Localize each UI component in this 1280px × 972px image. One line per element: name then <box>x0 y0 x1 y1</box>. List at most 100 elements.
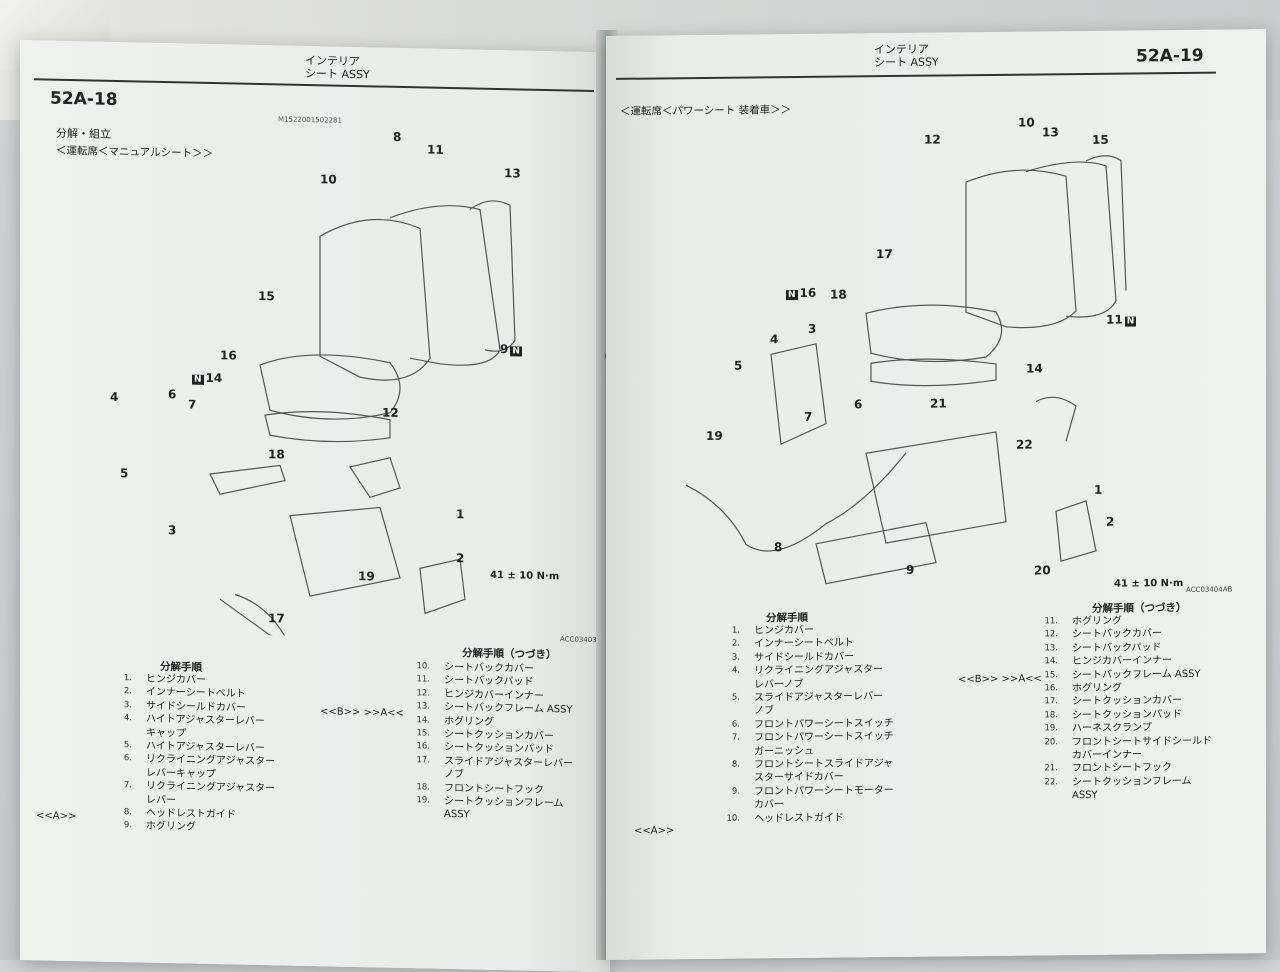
callout-14: 14 <box>1026 361 1043 376</box>
step-text: ホグリング <box>1072 682 1122 695</box>
header-title: インテリア <box>874 42 929 57</box>
step-text: シートバックフレーム ASSY <box>1072 668 1201 681</box>
callout-12: 12 <box>382 405 399 420</box>
callout-13: 13 <box>504 166 521 181</box>
step-text: フロントシートフック <box>1072 762 1172 775</box>
header-subtitle: シート ASSY <box>305 66 370 82</box>
step-text: ヒンジカバー <box>146 673 206 686</box>
step-item: 20. フロントシートサイドシールド <box>1038 734 1212 749</box>
step-number: 17. <box>1044 696 1058 707</box>
step-text: インナーシートベルト <box>754 637 854 650</box>
step-text: ヒンジカバー <box>754 624 814 637</box>
step-number: 5. <box>123 740 132 751</box>
step-text: ノブ <box>444 769 464 781</box>
callout-16: 16 <box>220 348 237 363</box>
callout-12: 12 <box>924 132 941 147</box>
callout-18: 18 <box>830 287 847 302</box>
torque-spec: 41 ± 10 N·m <box>1114 577 1184 590</box>
callout-15: 15 <box>1092 132 1109 147</box>
callout-1: 1 <box>1094 482 1103 497</box>
callout-17: 17 <box>268 611 285 626</box>
callout-7: 7 <box>188 397 197 412</box>
step-text: ホグリング <box>146 821 196 834</box>
step-number <box>720 799 740 813</box>
step-text: フロントシートサイドシールド <box>1072 735 1212 748</box>
page-number: 52A-18 <box>50 88 118 111</box>
callout-6: 6 <box>854 397 863 412</box>
step-number: 2. <box>123 686 132 697</box>
step-number: 6. <box>123 753 132 764</box>
step-text: ノブ <box>754 705 774 717</box>
tag-a: <<A>> <box>634 825 675 837</box>
step-number: 14. <box>416 714 430 726</box>
callout-10: 10 <box>320 172 337 187</box>
callout-20: 20 <box>1034 563 1051 578</box>
step-text: リクライニングアジャスター <box>754 664 884 677</box>
step-number: 22. <box>1044 777 1058 788</box>
step-number: 18. <box>1044 710 1058 721</box>
step-number: 11. <box>416 674 430 685</box>
step-text: キャップ <box>146 727 186 740</box>
step-text: フロントパワーシートスイッチ <box>754 731 894 744</box>
step-number: 20. <box>1044 736 1058 748</box>
step-number: 14. <box>1044 656 1058 667</box>
step-text: ヘッドレストガイド <box>754 812 844 825</box>
step-number: 1. <box>123 673 132 684</box>
step-number: 11. <box>1044 616 1058 627</box>
callout-2: 2 <box>1106 514 1115 529</box>
step-number: 9. <box>123 820 132 831</box>
callout-17: 17 <box>876 246 893 262</box>
step-text: スライドアジャスターレバー <box>754 691 884 704</box>
step-text: レバー <box>146 794 176 806</box>
step-text: ハーネスクランプ <box>1072 722 1152 735</box>
step-number: 7. <box>731 732 740 743</box>
callout-1: 1 <box>456 507 465 522</box>
step-text: シートクッションカバー <box>1072 695 1182 708</box>
callout-3: 3 <box>808 321 817 336</box>
step-text: フロントシートスライドアジャ <box>754 758 894 771</box>
step-number <box>1038 790 1058 804</box>
step-text: ガーニッシュ <box>754 745 814 758</box>
step-number: 13. <box>1044 643 1058 654</box>
step-text: スターサイドカバー <box>754 771 844 784</box>
step-number: 21. <box>1044 763 1058 774</box>
callout-9: 9 <box>906 562 915 577</box>
left-page: 52A-18 インテリア シート ASSY M1522001502281 分解・… <box>20 40 610 972</box>
step-number: 12. <box>1044 629 1058 640</box>
callout-22: 22 <box>1016 437 1033 452</box>
callout-6: 6 <box>168 387 177 402</box>
callout-11: 11 <box>427 142 444 157</box>
step-number: 19. <box>1044 723 1058 734</box>
step-number: 3. <box>731 652 740 663</box>
step-text: ホグリング <box>444 715 494 728</box>
step-text: レバーノブ <box>754 678 804 691</box>
step-number: 10. <box>726 813 740 824</box>
header-rule <box>34 78 594 93</box>
step-number: 7. <box>123 780 132 791</box>
callout-18: 18 <box>268 447 285 462</box>
tag-b: <<B>> >>A<< <box>958 673 1042 686</box>
exploded-seat-diagram-power <box>685 155 1127 585</box>
callout-2: 2 <box>456 551 465 566</box>
step-number <box>410 808 430 822</box>
exploded-seat-diagram-manual <box>209 200 516 642</box>
callout-4: 4 <box>110 389 119 405</box>
step-text: ASSY <box>1072 790 1098 802</box>
header-subtitle: シート ASSY <box>874 55 939 70</box>
step-text: シートバックパッド <box>1072 641 1162 654</box>
step-number <box>112 726 132 740</box>
subsection-title: ＜運転席＜パワーシート 装着車＞＞ <box>620 104 792 118</box>
step-item: 10. ヘッドレストガイド <box>720 811 894 826</box>
step-text: ヒンジカバーインナー <box>1072 655 1172 668</box>
step-number <box>720 705 740 719</box>
step-number: 3. <box>123 699 132 711</box>
step-item: ASSY <box>1038 788 1212 803</box>
step-number <box>720 745 740 759</box>
callout-10: 10 <box>1018 115 1035 130</box>
